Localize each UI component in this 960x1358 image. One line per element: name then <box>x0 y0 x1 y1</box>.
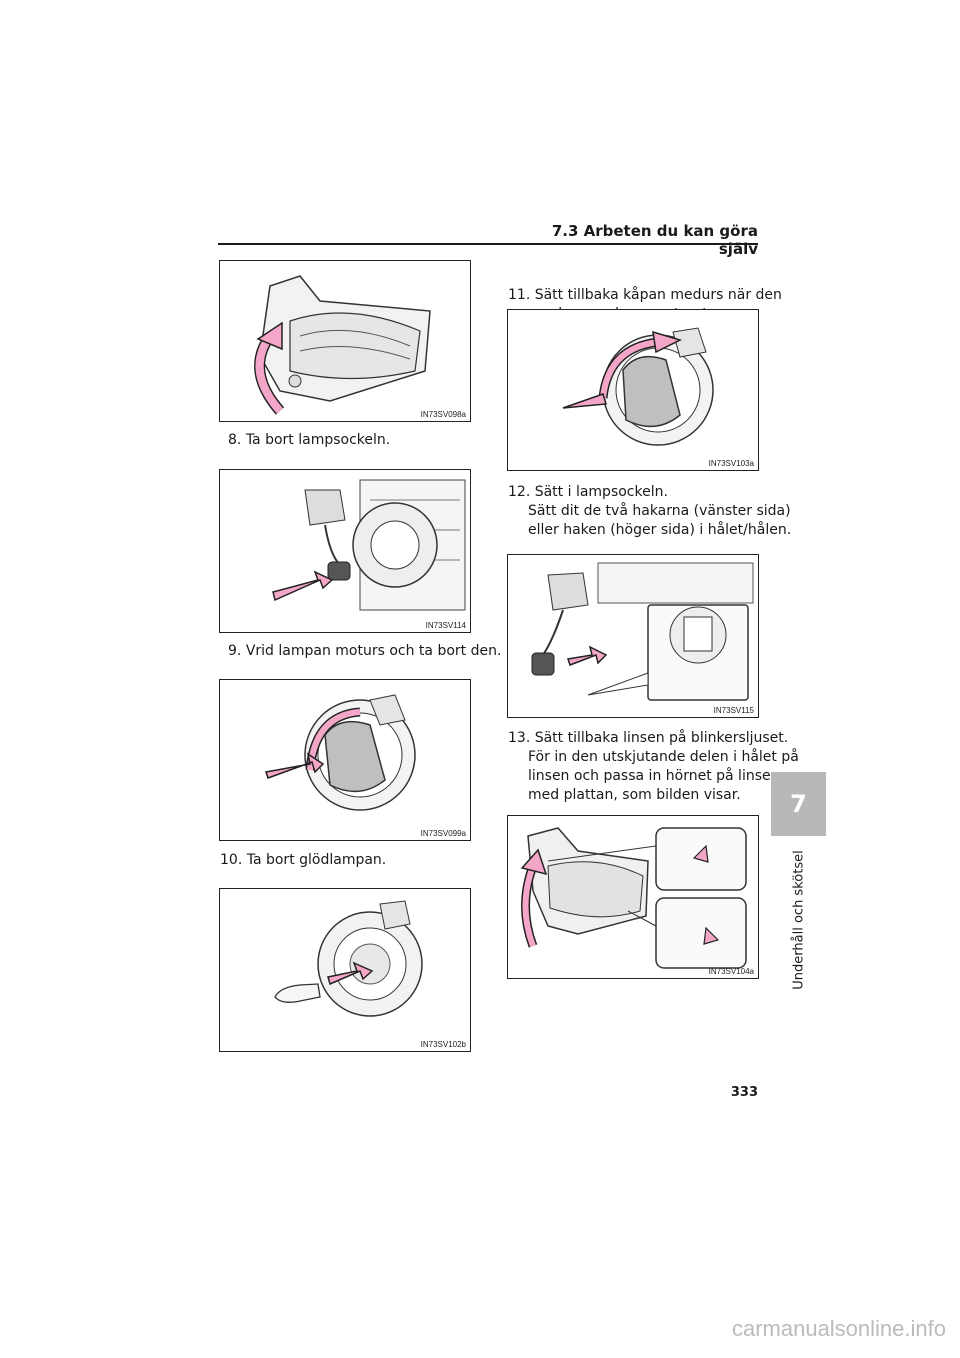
step-12-detail-line-2: eller haken (höger sida) i hålet/hålen. <box>528 522 792 538</box>
figure-code: IN73SV098a <box>420 410 466 419</box>
step-13-detail-line-1: För in den utskjutande delen i hålet på <box>528 749 799 765</box>
insert-socket-illustration <box>531 562 754 701</box>
step-10: 10. Ta bort glödlampan. <box>220 851 386 870</box>
figure-insert-socket: IN73SV115 <box>507 554 759 718</box>
page-number: 333 <box>730 1085 758 1100</box>
step-text: Ta bort glödlampan. <box>246 852 387 868</box>
refit-lens-illustration <box>520 827 747 969</box>
step-text: Ta bort lampsockeln. <box>245 432 391 448</box>
remove-bulb-illustration <box>274 900 423 1017</box>
step-text: Sätt i lampsockeln. <box>534 484 668 500</box>
step-9: 9. Vrid lampan moturs och ta bort den. <box>228 642 501 661</box>
figure-remove-bulb: IN73SV102b <box>219 888 471 1052</box>
step-number: 8. <box>228 432 242 448</box>
step-text-line-1: Sätt tillbaka kåpan medurs när den <box>534 287 782 303</box>
step-number: 12. <box>508 484 531 500</box>
header-rule <box>218 243 758 245</box>
chapter-title: Underhåll och skötsel <box>791 850 806 990</box>
step-13-detail-line-3: med plattan, som bilden visar. <box>528 787 741 803</box>
step-number: 13. <box>508 730 531 746</box>
step-8: 8. Ta bort lampsockeln. <box>228 431 390 450</box>
figure-refit-lens: IN73SV104a <box>507 815 759 979</box>
figure-cover-removal: IN73SV098a <box>219 260 471 422</box>
step-12: 12. Sätt i lampsockeln. <box>508 483 668 502</box>
figure-refit-cover: IN73SV103a <box>507 309 759 471</box>
refit-cover-illustration <box>562 327 714 446</box>
figure-code: IN73SV103a <box>708 459 754 468</box>
section-title: 7.3 Arbeten du kan göra själv <box>551 222 758 258</box>
step-number: 9. <box>228 643 242 659</box>
figure-twist-bulb: IN73SV099a <box>219 679 471 841</box>
watermark-url: carmanualsonline.info <box>731 1316 946 1341</box>
step-11: 11. Sätt tillbaka kåpan medurs när den <box>508 286 782 305</box>
figure-code: IN73SV102b <box>420 1040 466 1049</box>
chapter-number-tab: 7 <box>771 772 826 836</box>
step-13: 13. Sätt tillbaka linsen på blinkersljus… <box>508 729 788 748</box>
figure-code: IN73SV104a <box>708 967 754 976</box>
socket-removal-illustration <box>272 479 466 611</box>
cover-removal-illustration <box>254 275 431 415</box>
figure-code: IN73SV114 <box>425 621 466 630</box>
step-text: Vrid lampan moturs och ta bort den. <box>245 643 502 659</box>
step-13-detail-line-2: linsen och passa in hörnet på linsen <box>528 768 780 784</box>
step-number: 11. <box>508 287 531 303</box>
figure-socket-removal: IN73SV114 <box>219 469 471 633</box>
figure-code: IN73SV115 <box>713 706 754 715</box>
chapter-title-vertical: Underhåll och skötsel <box>771 845 826 995</box>
step-12-detail-line-1: Sätt dit de två hakarna (vänster sida) <box>528 503 791 519</box>
step-text: Sätt tillbaka linsen på blinkersljuset. <box>534 730 789 746</box>
figure-code: IN73SV099a <box>420 829 466 838</box>
step-number: 10. <box>220 852 243 868</box>
twist-bulb-illustration <box>265 694 416 811</box>
